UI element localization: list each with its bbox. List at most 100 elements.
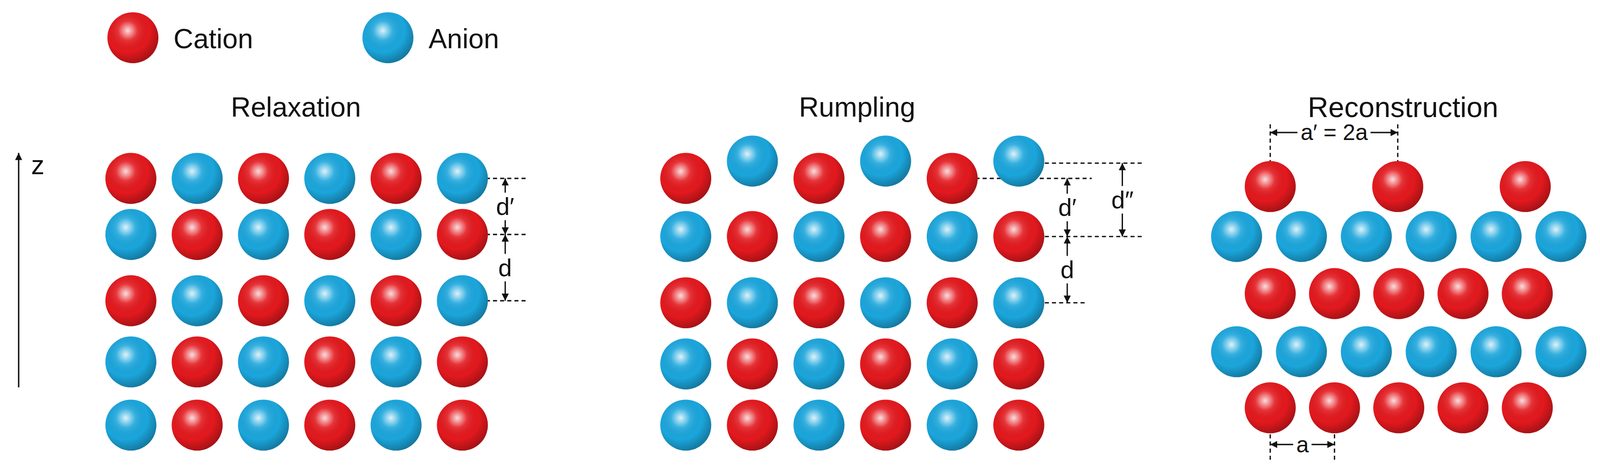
dimension-guides <box>464 124 1398 462</box>
ball-shading <box>793 153 845 205</box>
anion-ball <box>860 277 912 329</box>
ball-shading <box>660 277 712 329</box>
ball-shading <box>926 277 978 329</box>
anion-ball <box>1470 326 1522 378</box>
ion-lattice <box>105 12 1587 451</box>
anion-ball <box>304 153 356 205</box>
anion-ball <box>436 153 488 205</box>
cation-ball <box>105 275 157 327</box>
anion-ball <box>926 338 978 390</box>
ball-shading <box>860 277 912 329</box>
panel-title: Rumpling <box>798 93 916 121</box>
anion-ball <box>1405 211 1457 263</box>
ball-shading <box>107 12 159 64</box>
ball-shading <box>238 399 290 451</box>
ball-shading <box>370 275 422 327</box>
ball-shading <box>926 153 978 205</box>
ball-shading <box>1211 211 1263 263</box>
anion-ball <box>1470 211 1522 263</box>
anion-ball <box>993 277 1045 329</box>
legend-swatch <box>362 12 414 64</box>
ball-shading <box>304 153 356 205</box>
anion-ball <box>238 208 290 261</box>
ball-shading <box>860 399 912 451</box>
ball-shading <box>171 336 223 388</box>
ball-shading <box>105 153 157 205</box>
ball-shading <box>1275 326 1327 378</box>
ball-shading <box>1405 326 1457 378</box>
dimension-label: d′ <box>1056 195 1079 220</box>
ball-shading <box>105 275 157 327</box>
anion-ball <box>660 399 712 451</box>
ball-shading <box>993 338 1045 390</box>
ball-shading <box>1499 161 1551 213</box>
ball-shading <box>1244 382 1296 434</box>
ball-shading <box>726 211 778 263</box>
cation-ball <box>1501 382 1553 434</box>
z-axis-arrow <box>17 153 20 388</box>
cation-ball <box>993 399 1045 451</box>
dimension-label: d′ <box>494 194 516 219</box>
ball-shading <box>362 12 414 64</box>
dimension-arrow <box>1370 132 1398 134</box>
cation-ball <box>238 275 290 327</box>
ball-shading <box>436 399 488 451</box>
ball-shading <box>105 336 157 388</box>
anion-ball <box>105 208 157 261</box>
ball-shading <box>304 399 356 451</box>
dimension-arrow <box>1121 163 1124 187</box>
ball-shading <box>793 211 845 263</box>
anion-ball <box>1535 211 1587 263</box>
ball-shading <box>304 336 356 388</box>
anion-ball <box>793 338 845 390</box>
ball-shading <box>660 153 712 205</box>
ball-shading <box>926 338 978 390</box>
dimension-arrow <box>504 281 507 301</box>
ball-shading <box>993 135 1045 187</box>
ball-shading <box>238 153 290 205</box>
ball-shading <box>436 208 488 261</box>
cation-ball <box>726 399 778 451</box>
cation-ball <box>1309 382 1361 434</box>
ball-shading <box>1372 161 1424 213</box>
ball-shading <box>171 208 223 261</box>
anion-ball <box>171 153 223 205</box>
anion-ball <box>370 336 422 388</box>
dimension-arrow <box>1066 236 1068 256</box>
anion-ball <box>793 399 845 451</box>
ball-shading <box>304 275 356 327</box>
ball-shading <box>1373 382 1425 434</box>
ball-shading <box>1470 211 1522 263</box>
anion-ball <box>860 135 912 187</box>
dimension-label: d″ <box>1109 187 1136 213</box>
dimension-arrow <box>1066 283 1068 303</box>
cation-ball <box>926 277 978 329</box>
panel-title: Reconstruction <box>1307 92 1499 122</box>
ball-shading <box>1501 382 1553 434</box>
cation-ball <box>1372 161 1424 213</box>
ball-shading <box>1309 382 1361 434</box>
cation-ball <box>1373 268 1425 320</box>
cation-ball <box>1373 382 1425 434</box>
anion-ball <box>304 275 356 327</box>
anion-ball <box>1340 326 1392 378</box>
ball-shading <box>926 211 978 263</box>
dimension-arrow <box>504 234 507 254</box>
anion-ball <box>171 275 223 327</box>
ball-shading <box>370 153 422 205</box>
cation-ball <box>436 208 488 261</box>
ball-shading <box>105 399 157 451</box>
ball-shading <box>436 275 488 327</box>
cation-ball <box>860 399 912 451</box>
ball-shading <box>726 277 778 329</box>
ball-shading <box>726 135 778 187</box>
ball-shading <box>1340 326 1392 378</box>
ball-shading <box>793 277 845 329</box>
ball-shading <box>726 399 778 451</box>
cation-ball <box>105 153 157 205</box>
ball-shading <box>660 399 712 451</box>
ball-shading <box>793 399 845 451</box>
ball-shading <box>926 399 978 451</box>
dimension-arrow <box>1270 444 1294 446</box>
